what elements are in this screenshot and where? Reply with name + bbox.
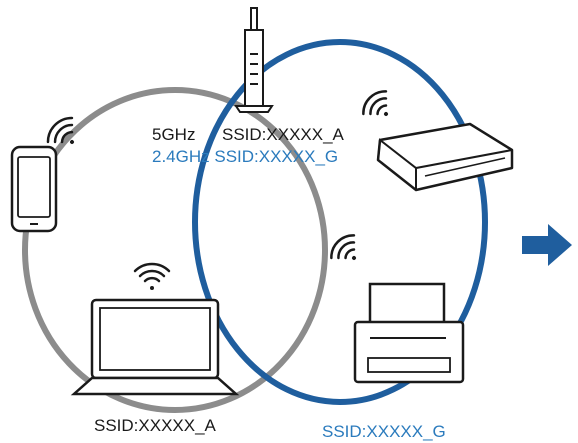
projector-icon [376,122,514,192]
band-5ghz-label: 5GHz [152,125,195,144]
wifi-signal-icon [330,234,356,260]
smartphone-icon [10,145,58,233]
printer-icon [353,282,465,384]
wifi-signal-icon [362,90,388,116]
network-a-circle [22,87,328,413]
network-g-circle [192,39,488,405]
wifi-signal-icon [133,262,171,290]
arrow-right-icon [522,224,572,266]
network-g-caption: SSID:XXXXX_G [322,422,446,441]
band-24ghz-ssid-label: 2.4GHz SSID:XXXXX_G [152,147,338,166]
wireless-router-icon [234,7,274,113]
wifi-signal-icon [46,116,74,144]
ssid-5ghz-label: SSID:XXXXX_A [222,125,345,144]
laptop-icon [70,298,240,396]
network-a-caption: SSID:XXXXX_A [94,416,217,435]
